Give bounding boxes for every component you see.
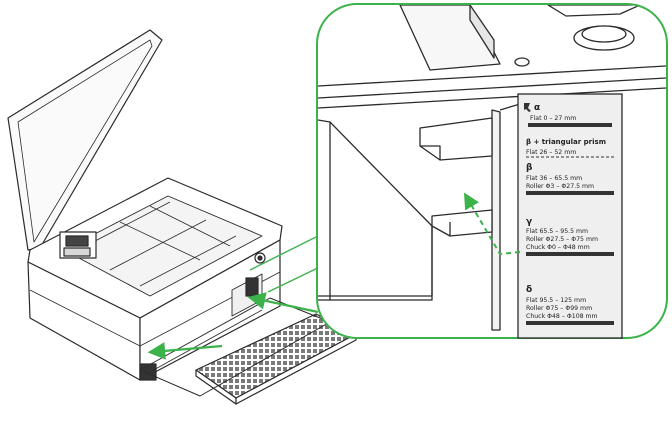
insert-arrow-lower: [147, 342, 223, 360]
zoom-callout: [316, 3, 668, 339]
delta-symbol: δ: [526, 285, 532, 295]
delta-line-2: Roller Φ75 – Φ99 mm: [526, 305, 592, 312]
alpha-line-1: Flat 0 – 27 mm: [530, 115, 576, 122]
beta-line-2: Roller Φ3 – Φ27.5 mm: [526, 183, 594, 190]
delta-line-3: Chuck Φ48 – Φ108 mm: [526, 313, 598, 320]
delta-line-1: Flat 95.5 – 125 mm: [526, 297, 586, 304]
callout-connector-top: [249, 231, 327, 271]
beta-prism-symbol: β + triangular prism: [526, 138, 606, 146]
laser-head-mini-icon: [524, 103, 531, 112]
label-delta: δ Flat 95.5 – 125 mm Roller Φ75 – Φ99 mm…: [526, 285, 614, 325]
gamma-line-3: Chuck Φ0 – Φ48 mm: [526, 244, 590, 251]
label-alpha: α Flat 0 – 27 mm: [528, 103, 612, 127]
machine-lid: [7, 29, 163, 251]
insert-arrow-upper: [247, 292, 319, 314]
height-label-panel: [517, 93, 623, 339]
label-beta: β Flat 36 – 65.5 mm Roller Φ3 – Φ27.5 mm: [526, 163, 614, 195]
gamma-symbol: γ: [526, 217, 532, 227]
alpha-symbol: α: [534, 103, 540, 113]
gamma-line-2: Roller Φ27.5 – Φ75 mm: [526, 236, 598, 243]
top-hole-small: [514, 57, 530, 67]
beta-prism-line-1: Flat 26 – 52 mm: [526, 149, 576, 156]
label-beta-prism: β + triangular prism Flat 26 – 52 mm: [526, 138, 614, 158]
beta-symbol: β: [526, 163, 533, 173]
cavity-back-wall: [491, 109, 501, 331]
machine-illustration: [7, 29, 357, 405]
beta-line-1: Flat 36 – 65.5 mm: [526, 175, 582, 182]
shelf-upper: [419, 117, 493, 161]
height-indicator-arrow: [463, 192, 521, 256]
work-area: [63, 195, 263, 297]
label-gamma: γ Flat 65.5 – 95.5 mm Roller Φ27.5 – Φ75…: [526, 217, 614, 256]
gamma-line-1: Flat 65.5 – 95.5 mm: [526, 228, 588, 235]
